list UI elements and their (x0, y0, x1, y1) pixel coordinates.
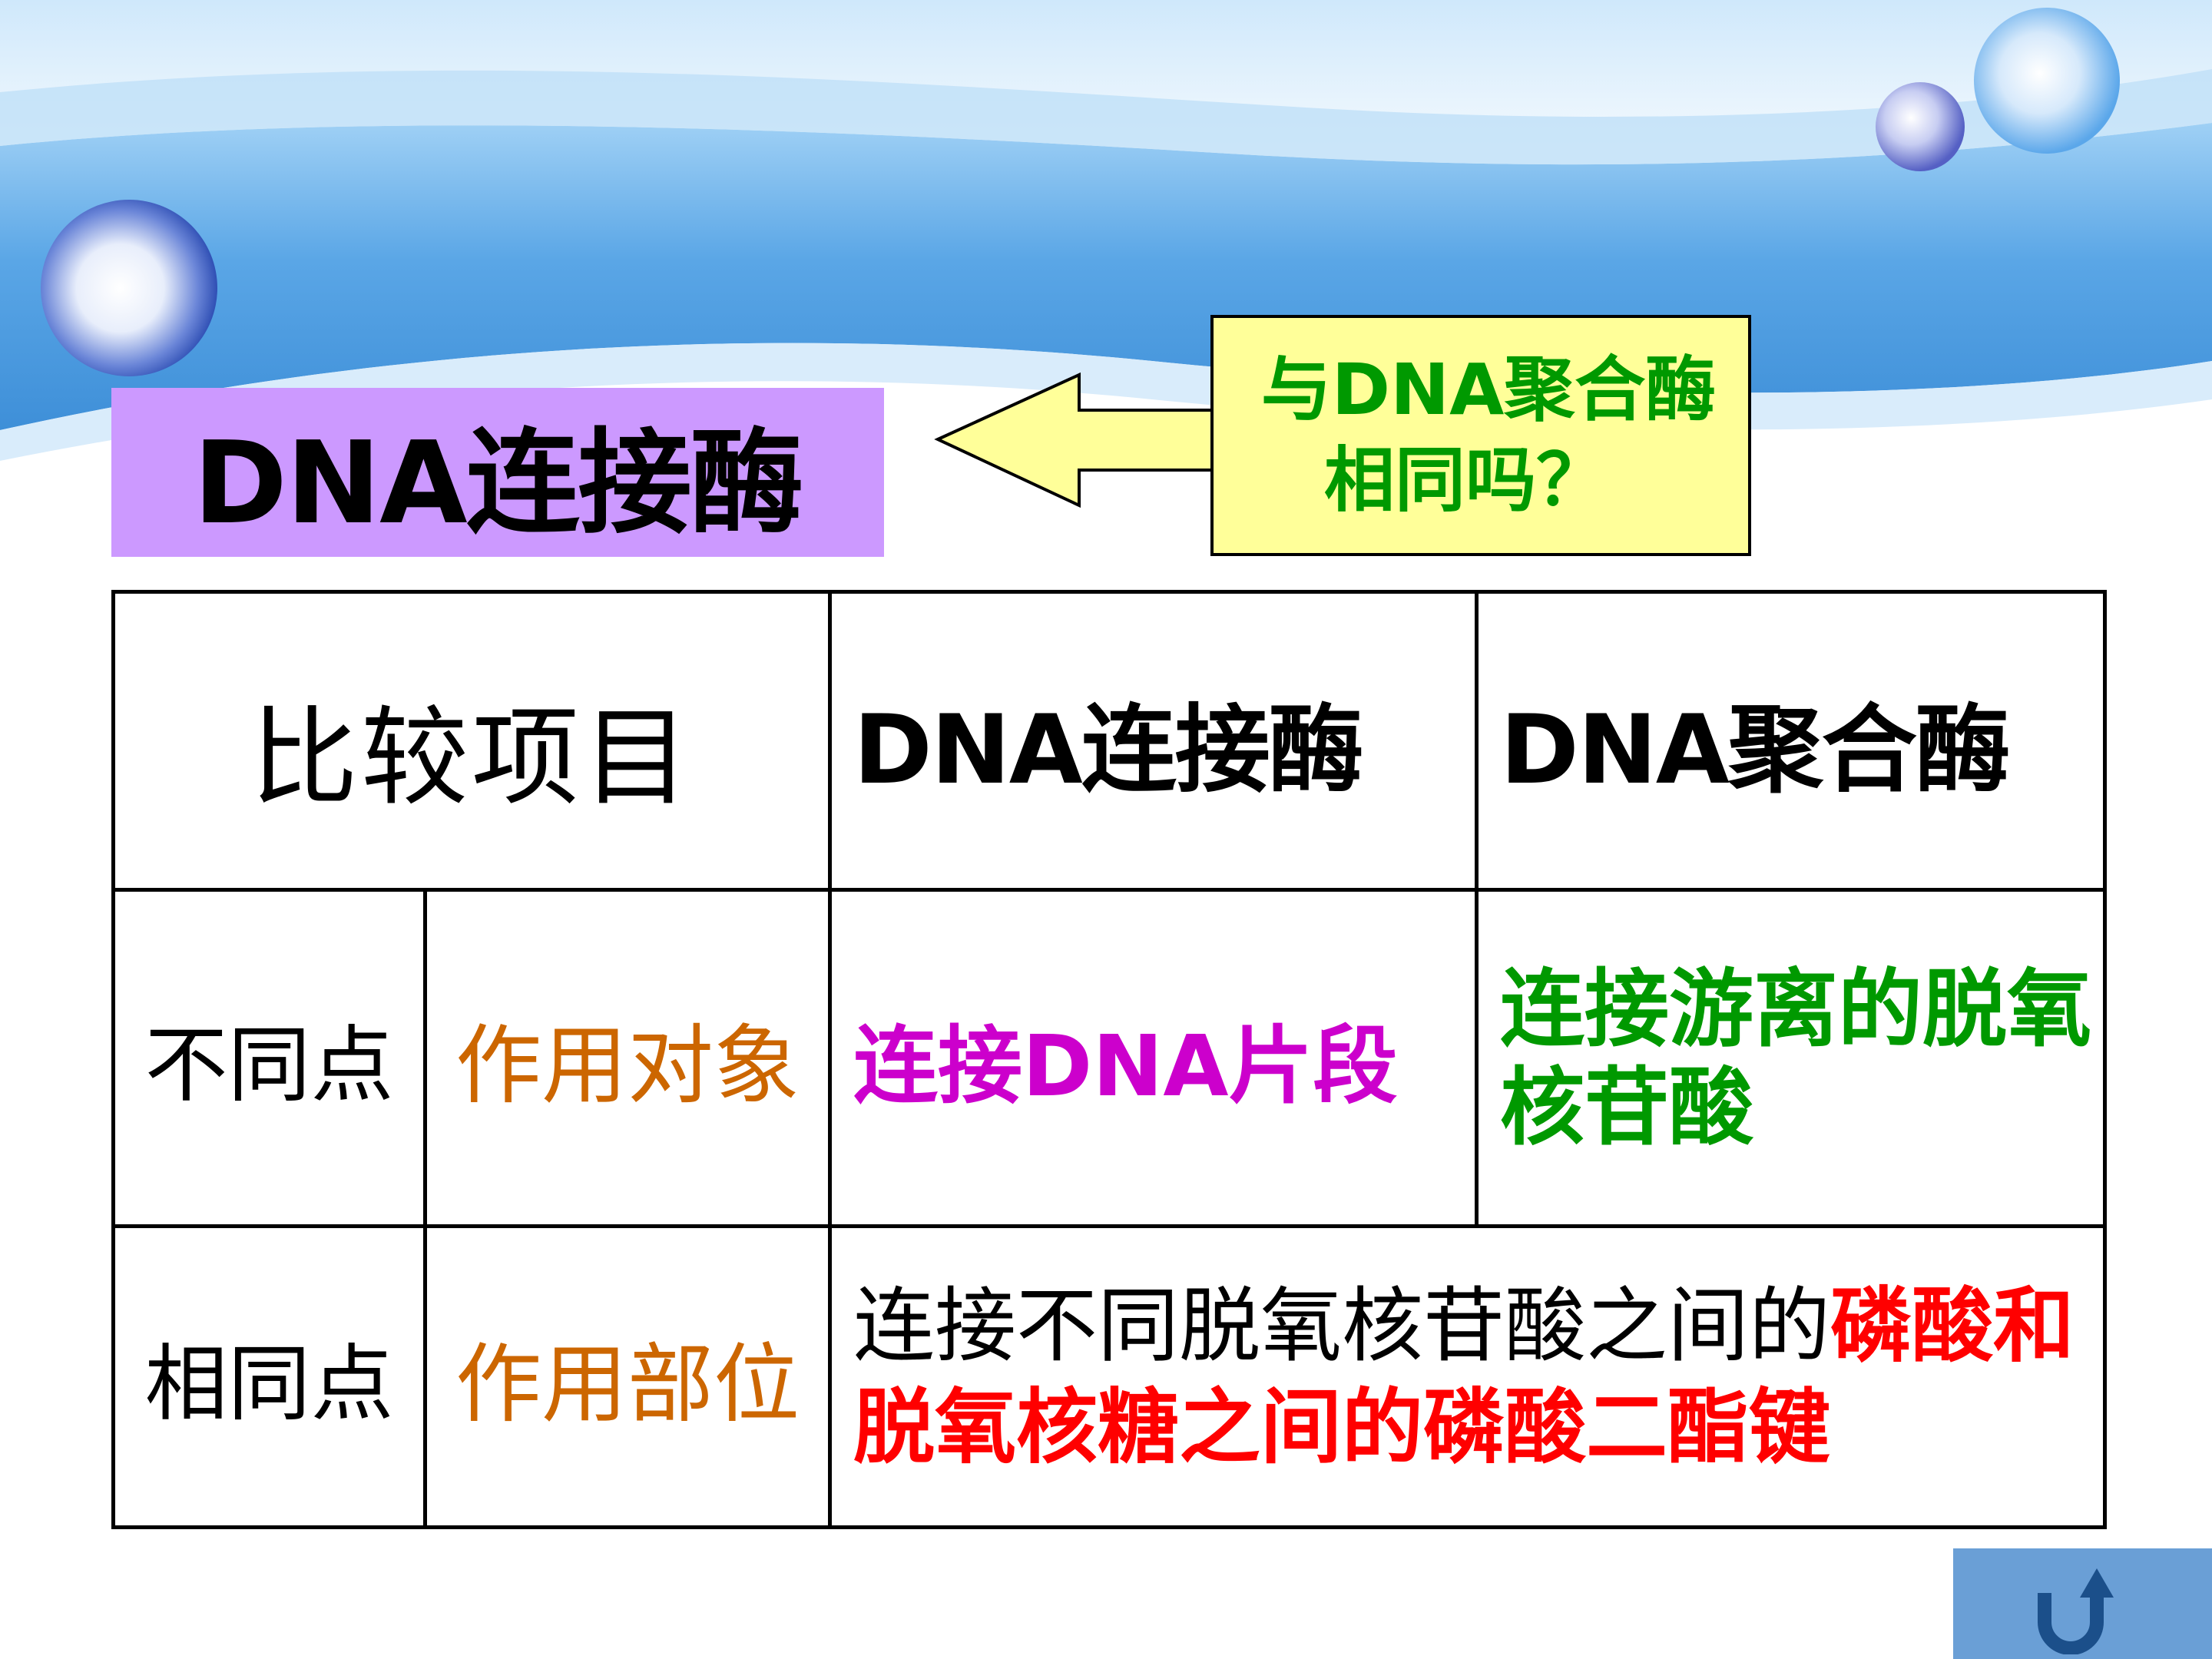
header-dna-ligase: DNA连接酶 (828, 590, 1479, 892)
aspect-target: 作用对象 (422, 888, 833, 1228)
callout-line-1: 与DNA聚合酶 (1260, 349, 1717, 431)
u-turn-arrow-icon (2038, 1568, 2114, 1654)
shared-site-highlight: 磷酸和脱氧核糖之间的磷酸二酯键 (853, 1278, 2075, 1475)
row-label-similarities: 相同点 (111, 1224, 427, 1529)
header-compare-items: 比较项目 (111, 590, 833, 892)
table-row-similarities: 相同点 作用部位 连接不同脱氧核苷酸之间的磷酸和脱氧核糖之间的磷酸二酯键 (111, 1224, 2108, 1529)
question-callout: 与DNA聚合酶 相同吗？ (1210, 315, 1751, 556)
polymerase-target-cell: 连接游离的脱氧核苷酸 (1475, 888, 2108, 1228)
table-row-differences: 不同点 作用对象 连接DNA片段 连接游离的脱氧核苷酸 (111, 888, 2108, 1228)
left-arrow-icon (934, 372, 1223, 508)
table-header-row: 比较项目 DNA连接酶 DNA聚合酶 (111, 590, 2108, 892)
comparison-table: 比较项目 DNA连接酶 DNA聚合酶 不同点 作用对象 连接DNA片段 连接游离… (111, 590, 2108, 1529)
row-label-differences: 不同点 (111, 888, 427, 1228)
shared-site-cell: 连接不同脱氧核苷酸之间的磷酸和脱氧核糖之间的磷酸二酯键 (828, 1224, 2108, 1529)
header-dna-polymerase: DNA聚合酶 (1475, 590, 2108, 892)
slide-title: DNA连接酶 (193, 416, 803, 549)
back-button[interactable] (1953, 1548, 2212, 1659)
callout-line-2: 相同吗？ (1323, 439, 1607, 522)
slide-title-box: DNA连接酶 (111, 388, 884, 557)
ligase-target-cell: 连接DNA片段 (828, 888, 1479, 1228)
aspect-site: 作用部位 (422, 1224, 833, 1529)
shared-site-text: 连接不同脱氧核苷酸之间的 (853, 1278, 1831, 1373)
